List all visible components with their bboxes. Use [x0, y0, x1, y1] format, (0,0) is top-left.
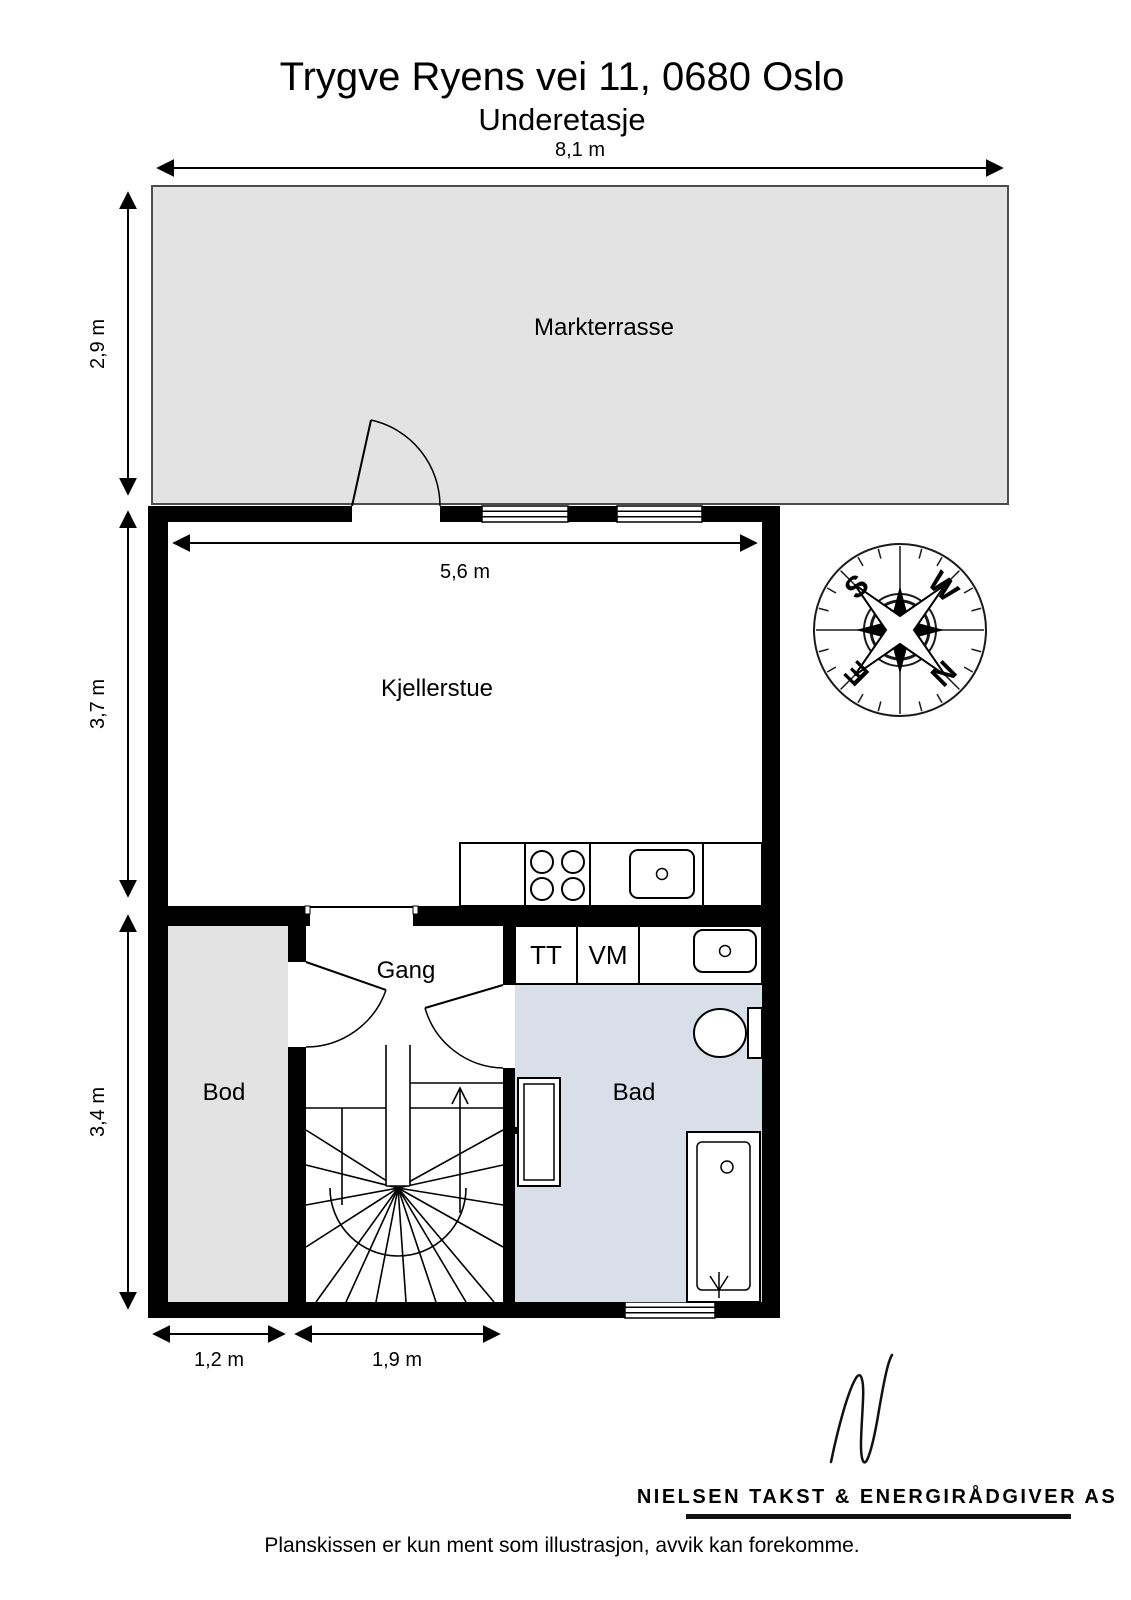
- dim-label-kjellerstue-depth: 3,7 m: [87, 679, 109, 729]
- laundry-appliances: TT VM: [514, 925, 640, 985]
- window-bottom: [624, 1301, 716, 1319]
- disclaimer-text: Planskissen er kun ment som illustrasjon…: [264, 1534, 859, 1557]
- stair-direction-arrow: [451, 1086, 469, 1213]
- dim-label-overall-width: 8,1 m: [555, 139, 605, 161]
- bod-area: [168, 926, 288, 1302]
- room-label-bod: Bod: [203, 1079, 246, 1106]
- wall-bod-lower: [288, 1047, 306, 1302]
- window-top-2: [616, 505, 703, 523]
- stair-winder-treads: [305, 1129, 504, 1303]
- gang-opening-jamb-left: [304, 905, 311, 915]
- logo-n-glyph: [829, 1353, 894, 1464]
- wall-bad-upper: [503, 926, 515, 985]
- kitchen-sink-icon: [629, 849, 695, 899]
- washing-machine-label: VM: [589, 940, 628, 970]
- bod-door-swing: [305, 961, 387, 1048]
- terrace-door-opening: [352, 506, 440, 522]
- compass-star-main: [853, 583, 947, 677]
- company-logo: NIELSEN TAKST & ENERGIRÅDGIVER AS: [637, 1353, 1117, 1519]
- openings: [352, 505, 716, 1319]
- washing-machine-box: [576, 925, 640, 985]
- bathroom-vanity: [638, 925, 763, 985]
- terrace-area: [151, 185, 1009, 505]
- tumble-dryer-label: TT: [530, 940, 562, 970]
- wall-bad-lower: [503, 1068, 515, 1302]
- page-subtitle: Underetasje: [478, 102, 645, 137]
- cooktop-icon: [530, 850, 585, 901]
- page-title: Trygve Ryens vei 11, 0680 Oslo: [280, 55, 845, 99]
- bad-door-swing: [424, 984, 504, 1069]
- dim-label-terrace-depth: 2,9 m: [87, 319, 109, 369]
- dimension-lines: 8,1 m 2,9 m 5,6 m 3,7 m 3,4 m 1,2 m 1,9 …: [87, 139, 1004, 1371]
- staircase: [305, 1045, 504, 1303]
- terrace-room: Markterrasse: [151, 185, 1009, 507]
- dim-label-lower-depth: 3,4 m: [87, 1087, 109, 1137]
- room-label-kjellerstue: Kjellerstue: [381, 675, 493, 702]
- toilet-icon: [693, 1007, 763, 1059]
- logo-underline: [686, 1514, 1071, 1519]
- room-label-bad: Bad: [613, 1079, 656, 1106]
- room-label-markterrasse: Markterrasse: [534, 314, 674, 341]
- terrace-door-swing: [351, 419, 441, 507]
- dim-label-staircase-width: 1,9 m: [372, 1349, 422, 1371]
- room-label-gang: Gang: [377, 957, 436, 984]
- gang-opening-jamb-right: [412, 905, 419, 915]
- compass-rose: S W N E: [813, 543, 987, 717]
- shower-panel-icon: [510, 1077, 561, 1187]
- stair-arc: [329, 1187, 467, 1257]
- kitchen-counter: [459, 842, 763, 907]
- company-name: NIELSEN TAKST & ENERGIRÅDGIVER AS: [637, 1484, 1117, 1508]
- stair-newel: [386, 1045, 410, 1186]
- wall-middle-left: [148, 906, 310, 926]
- wall-bod-upper: [288, 926, 306, 962]
- dim-label-kjellerstue-width: 5,6 m: [440, 561, 490, 583]
- dim-label-bod-width: 1,2 m: [194, 1349, 244, 1371]
- walls: [148, 506, 780, 1318]
- bathtub-icon: [686, 1131, 761, 1303]
- wall-bottom: [148, 1302, 780, 1318]
- wall-right: [762, 506, 780, 1318]
- wall-middle-right: [413, 906, 762, 926]
- window-top-1: [481, 505, 569, 523]
